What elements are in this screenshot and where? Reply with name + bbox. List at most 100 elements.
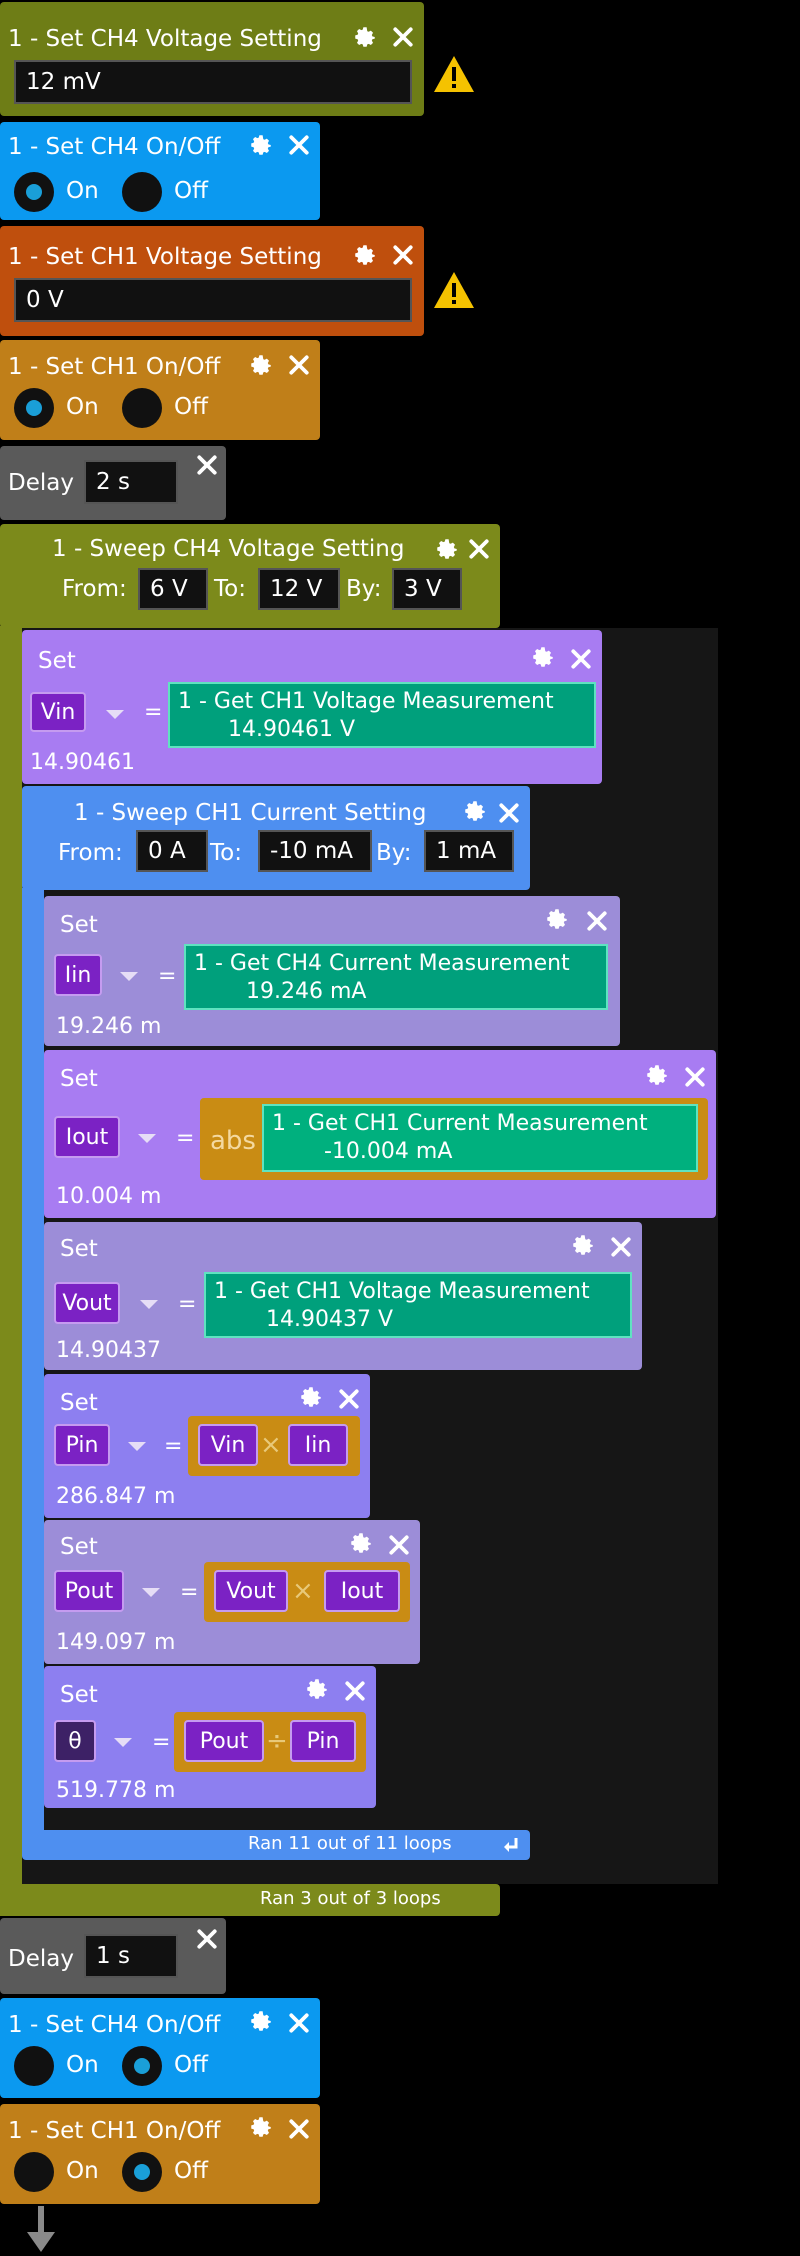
gear-icon[interactable] <box>248 132 274 158</box>
variable-chip[interactable]: Pin <box>54 1424 110 1466</box>
get-measurement-block[interactable]: 1 - Get CH4 Current Measurement 19.246 m… <box>184 944 608 1010</box>
from-input[interactable]: 0 A <box>136 830 208 872</box>
dropdown-arrow-icon[interactable] <box>114 1738 132 1747</box>
close-icon[interactable] <box>196 1928 218 1950</box>
gear-icon[interactable] <box>248 352 274 378</box>
to-input[interactable]: -10 mA <box>258 830 372 872</box>
abs-function-block[interactable]: abs 1 - Get CH1 Current Measurement -10.… <box>200 1098 708 1180</box>
dropdown-arrow-icon[interactable] <box>120 972 138 981</box>
voltage-input[interactable]: 0 V <box>14 278 412 322</box>
set-iout-block[interactable]: Set Iout = abs 1 - Get CH1 Current Measu… <box>44 1050 716 1218</box>
gear-icon[interactable] <box>570 1232 596 1258</box>
off-radio[interactable] <box>122 172 162 212</box>
dropdown-arrow-icon[interactable] <box>140 1300 158 1309</box>
to-label: To: <box>210 840 242 866</box>
dropdown-arrow-icon[interactable] <box>138 1134 156 1143</box>
on-radio[interactable] <box>14 172 54 212</box>
set-theta-block[interactable]: Set θ = Pout ÷ Pin 519.778 m <box>44 1666 376 1808</box>
delay-block[interactable]: Delay 2 s <box>0 446 226 520</box>
close-icon[interactable] <box>570 648 592 670</box>
dropdown-arrow-icon[interactable] <box>142 1588 160 1597</box>
on-radio[interactable] <box>14 388 54 428</box>
delay-input[interactable]: 2 s <box>84 460 178 504</box>
gear-icon[interactable] <box>248 2008 274 2034</box>
off-radio[interactable] <box>122 388 162 428</box>
variable-chip[interactable]: Pout <box>54 1570 124 1612</box>
set-ch1-onoff-block[interactable]: 1 - Set CH1 On/Off On Off <box>0 340 320 440</box>
gear-icon[interactable] <box>348 1530 374 1556</box>
close-icon[interactable] <box>392 26 414 48</box>
operand-a[interactable]: Vout <box>214 1570 288 1612</box>
close-icon[interactable] <box>288 2118 310 2140</box>
variable-chip[interactable]: Vout <box>54 1282 120 1324</box>
voltage-input[interactable]: 12 mV <box>14 60 412 104</box>
get-measurement-block[interactable]: 1 - Get CH1 Voltage Measurement 14.90461… <box>168 682 596 748</box>
delay-label: Delay <box>8 1946 74 1972</box>
off-radio[interactable] <box>122 2046 162 2086</box>
close-icon[interactable] <box>288 134 310 156</box>
gear-icon[interactable] <box>644 1062 670 1088</box>
divide-block[interactable]: Pout ÷ Pin <box>174 1712 366 1772</box>
close-icon[interactable] <box>196 454 218 476</box>
multiply-block[interactable]: Vout × Iout <box>204 1562 410 1622</box>
gear-icon[interactable] <box>530 644 556 670</box>
close-icon[interactable] <box>586 910 608 932</box>
operand-b[interactable]: Iout <box>324 1570 400 1612</box>
delay-block[interactable]: Delay 1 s <box>0 1918 226 1994</box>
set-ch1-voltage-block[interactable]: 1 - Set CH1 Voltage Setting 0 V <box>0 226 424 336</box>
set-pin-block[interactable]: Set Pin = Vin × Iin 286.847 m <box>44 1374 370 1518</box>
sweep-ch1-loop[interactable]: 1 - Sweep CH1 Current Setting From: 0 A … <box>22 786 530 890</box>
gear-icon[interactable] <box>544 906 570 932</box>
close-icon[interactable] <box>610 1236 632 1258</box>
multiply-block[interactable]: Vin × Iin <box>188 1416 360 1476</box>
delay-input[interactable]: 1 s <box>84 1934 178 1978</box>
close-icon[interactable] <box>344 1680 366 1702</box>
close-icon[interactable] <box>288 2012 310 2034</box>
close-icon[interactable] <box>388 1534 410 1556</box>
close-icon[interactable] <box>498 802 520 824</box>
by-input[interactable]: 3 V <box>392 568 462 610</box>
gear-icon[interactable] <box>462 798 488 824</box>
set-ch4-onoff-block[interactable]: 1 - Set CH4 On/Off On Off <box>0 1998 320 2098</box>
close-icon[interactable] <box>288 354 310 376</box>
gear-icon[interactable] <box>352 24 378 50</box>
variable-chip[interactable]: Iout <box>54 1116 120 1158</box>
set-ch4-voltage-block[interactable]: 1 - Set CH4 Voltage Setting 12 mV <box>0 2 424 116</box>
gear-icon[interactable] <box>298 1384 324 1410</box>
gear-icon[interactable] <box>248 2114 274 2140</box>
to-input[interactable]: 12 V <box>258 568 340 610</box>
variable-chip[interactable]: θ <box>54 1720 96 1762</box>
set-ch1-onoff-block[interactable]: 1 - Set CH1 On/Off On Off <box>0 2104 320 2204</box>
variable-chip[interactable]: Iin <box>54 954 102 996</box>
operand-b[interactable]: Iin <box>288 1424 348 1466</box>
from-input[interactable]: 6 V <box>138 568 208 610</box>
on-radio[interactable] <box>14 2152 54 2192</box>
operand-a[interactable]: Pout <box>184 1720 264 1762</box>
off-radio[interactable] <box>122 2152 162 2192</box>
set-iin-block[interactable]: Set Iin = 1 - Get CH4 Current Measuremen… <box>44 896 620 1046</box>
set-ch4-onoff-block[interactable]: 1 - Set CH4 On/Off On Off <box>0 122 320 220</box>
set-vout-block[interactable]: Set Vout = 1 - Get CH1 Voltage Measureme… <box>44 1222 642 1370</box>
get-measurement-block[interactable]: 1 - Get CH1 Current Measurement -10.004 … <box>262 1104 698 1172</box>
operand-a[interactable]: Vin <box>198 1424 258 1466</box>
variable-chip[interactable]: Vin <box>30 692 86 732</box>
on-radio[interactable] <box>14 2046 54 2086</box>
sweep-ch1-footer: Ran 11 out of 11 loops <box>22 1830 530 1860</box>
get-measurement-block[interactable]: 1 - Get CH1 Voltage Measurement 14.90437… <box>204 1272 632 1338</box>
set-vin-block[interactable]: Set Vin = 1 - Get CH1 Voltage Measuremen… <box>22 630 602 784</box>
close-icon[interactable] <box>684 1066 706 1088</box>
dropdown-arrow-icon[interactable] <box>128 1442 146 1451</box>
dropdown-arrow-icon[interactable] <box>106 710 124 719</box>
sweep-ch4-loop[interactable]: 1 - Sweep CH4 Voltage Setting From: 6 V … <box>0 524 500 628</box>
operand-b[interactable]: Pin <box>290 1720 356 1762</box>
gear-icon[interactable] <box>352 242 378 268</box>
close-icon[interactable] <box>392 244 414 266</box>
gear-icon[interactable] <box>304 1676 330 1702</box>
close-icon[interactable] <box>468 538 490 560</box>
equals-sign: = <box>158 964 177 989</box>
close-icon[interactable] <box>338 1388 360 1410</box>
gear-icon[interactable] <box>434 536 460 562</box>
sweep-ch4-footer: Ran 3 out of 3 loops <box>0 1884 500 1916</box>
by-input[interactable]: 1 mA <box>424 830 514 872</box>
set-pout-block[interactable]: Set Pout = Vout × Iout 149.097 m <box>44 1520 420 1664</box>
